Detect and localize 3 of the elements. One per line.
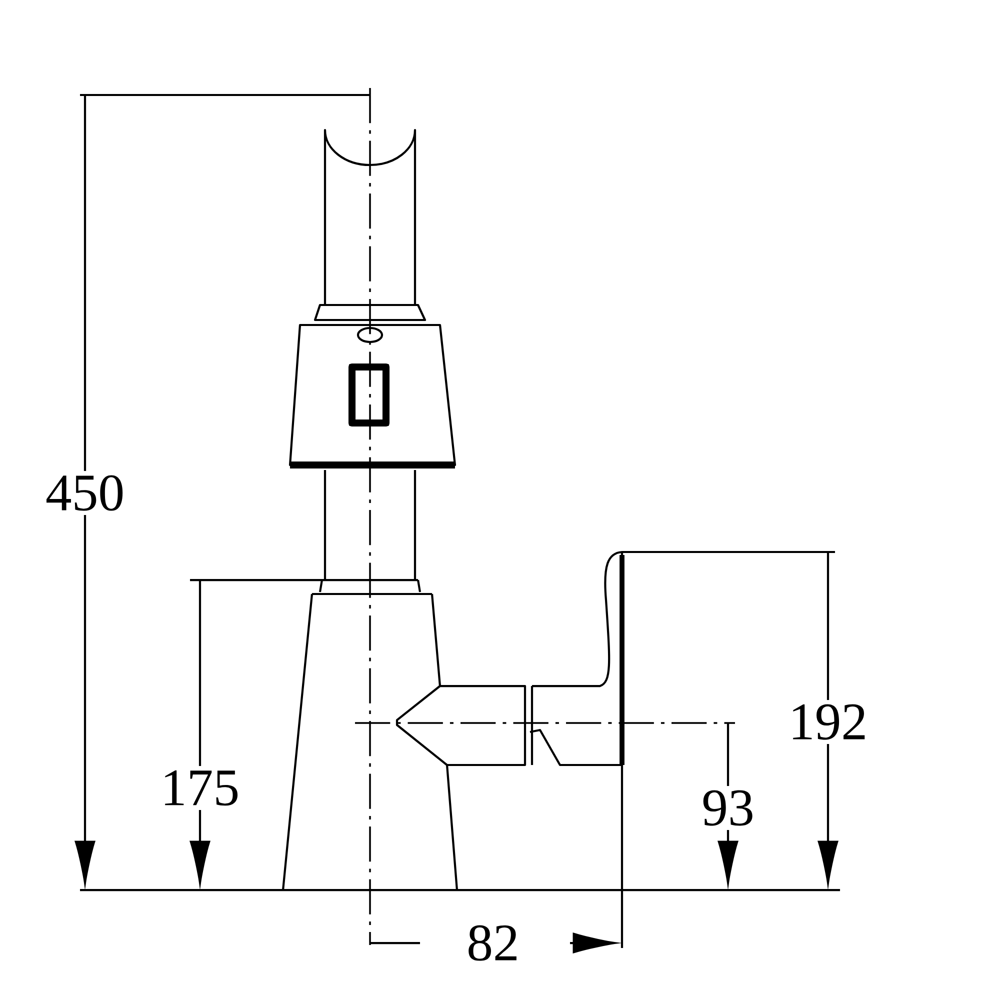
dimension-label: 175 <box>156 766 244 810</box>
dimension-label: 192 <box>784 700 872 744</box>
dimension-label: 450 <box>42 472 128 514</box>
